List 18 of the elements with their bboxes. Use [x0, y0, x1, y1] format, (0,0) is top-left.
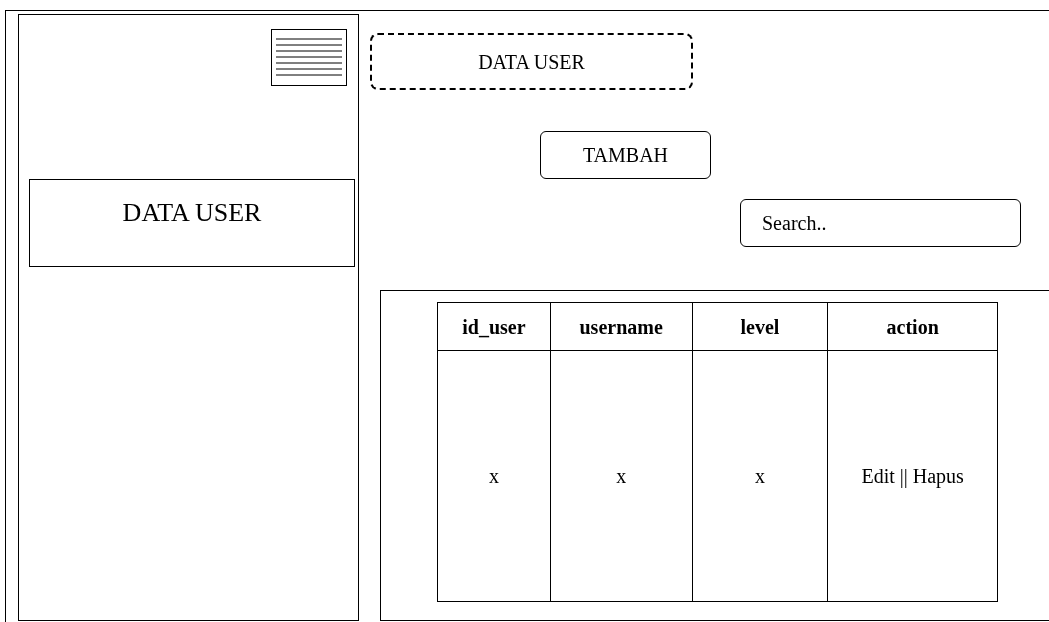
- menu-item: [29, 179, 355, 267]
- add-button: [540, 131, 711, 179]
- table-cell: x: [438, 351, 551, 601]
- search-field: [740, 199, 1021, 247]
- node-text: Search..: [762, 213, 827, 233]
- sidebar-panel: [18, 14, 359, 621]
- page-title-box: [370, 33, 693, 90]
- table-header-cell-text: action: [885, 315, 940, 340]
- table-header-cell: level: [692, 303, 829, 350]
- node-text: DATA USER: [478, 51, 585, 72]
- table-cell: x: [550, 351, 693, 601]
- table-cell: x: [692, 351, 829, 601]
- table-header-cell: id_user: [438, 303, 551, 350]
- table-cell-text: Edit || Hapus: [860, 464, 965, 490]
- table-header-cell: username: [550, 303, 693, 350]
- node-text: DATA USER: [122, 200, 262, 229]
- node-text: TAMBAH: [582, 145, 669, 165]
- table-panel: [380, 290, 1049, 621]
